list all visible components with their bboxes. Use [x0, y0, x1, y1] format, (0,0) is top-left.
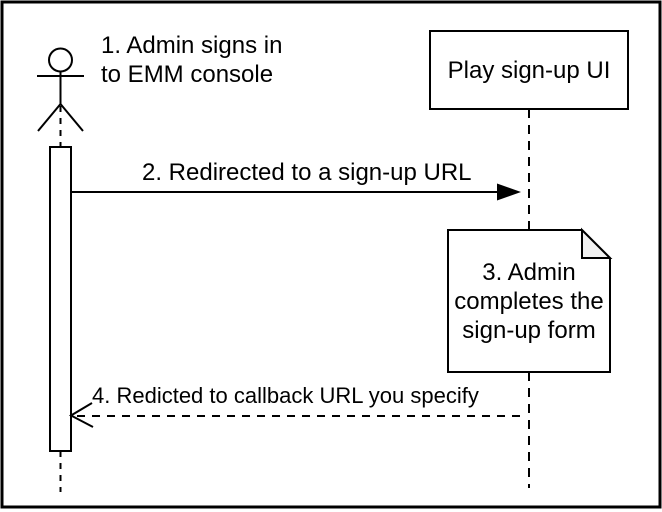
participant-label: Play sign-up UI [447, 56, 611, 84]
actor-leg-left [37, 103, 62, 132]
note-shape [447, 229, 611, 373]
message-2-label: 2. Redirected to a sign-up URL [142, 159, 472, 186]
message-1-label-line1: 1. Admin signs in [101, 32, 283, 59]
note-fold-corner-icon [581, 227, 613, 259]
note-label: 3. Admin completes the sign-up form [448, 230, 610, 372]
actor-activation-bar [49, 146, 72, 452]
actor-admin-icon [37, 47, 84, 132]
message-1-label: 1. Admin signs in to EMM console [101, 31, 282, 89]
note-label-line2: completes the [454, 287, 604, 315]
message-2-arrowhead-icon [497, 183, 521, 201]
actor-leg-right [59, 103, 84, 132]
note-label-line3: sign-up form [462, 316, 596, 344]
message-4-label: 4. Redicted to callback URL you specify [92, 383, 479, 408]
actor-head [48, 47, 73, 73]
message-1-label-line2: to EMM console [101, 61, 274, 88]
note-label-line1: 3. Admin [482, 258, 576, 286]
message-4-open-arrowhead-icon [68, 402, 94, 428]
